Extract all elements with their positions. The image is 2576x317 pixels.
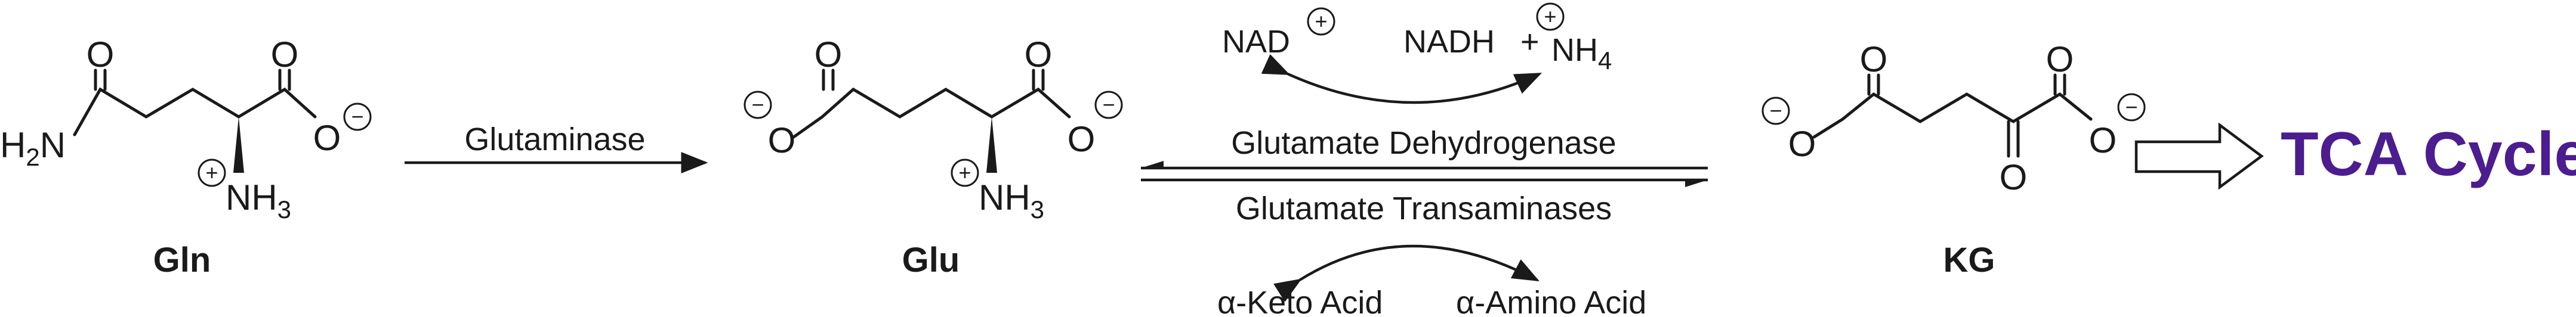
block-arrow [2134,122,2264,190]
glutaminase-label: Glutaminase [464,122,645,157]
kg-skeleton [1812,92,2093,139]
nad-label: NAD [1222,24,1290,60]
glu-left-o: O [815,35,843,74]
glutamate-structure: O O − O O − + NH3 Glu [744,35,1123,279]
transaminase-label: Glutamate Transaminases [1236,191,1612,226]
glu-left-negative-circle [744,91,772,119]
glu-right-o-minus: O [1068,119,1096,159]
gln-negative-charge: − [351,104,363,129]
transaminase-curved-arrow [1273,244,1540,302]
glu-right-negative-circle [1094,91,1123,119]
glu-label: Glu [902,241,960,279]
glu-positive-charge: + [958,160,971,185]
gln-negative-charge-circle [343,102,372,131]
glutaminase-reaction: Glutaminase [405,122,708,173]
plus-sign: + [1520,24,1540,60]
ammonium-label: NH4 [1551,32,1612,74]
ammonium-subscript: 4 [1598,46,1612,74]
glu-positive-charge-circle [951,158,979,187]
kg-label: KG [1943,241,1995,279]
gln-acid-o: O [271,35,299,74]
glu-right-negative: − [1102,92,1115,117]
transaminase-cosubstrates: α-Keto Acid α-Amino Acid [1217,244,1646,317]
kg-right-negative-circle [2117,93,2146,122]
gdh-cofactors: NAD + NADH + + NH4 [1222,2,1612,104]
forward-half-arrowhead [1685,180,1708,187]
gln-h3-subscript: 3 [277,195,291,223]
gln-amine: NH3 [226,178,291,223]
gln-h2-subscript: 2 [26,143,39,171]
gln-acid-o-minus: O [313,118,341,158]
kg-right-negative: − [2125,95,2137,119]
kg-left-negative-circle [1761,97,1790,125]
reverse-half-arrowhead [1141,161,1164,168]
glu-wedge-bond [986,117,997,173]
gdh-label: Glutamate Dehydrogenase [1231,125,1616,161]
gln-label: Gln [153,241,211,279]
kg-keto-o: O [2000,157,2028,197]
kg-right-o: O [2046,39,2074,79]
keto-acid-label: α-Keto Acid [1217,285,1383,317]
glu-left-negative: − [751,92,764,117]
glu-right-o: O [1025,35,1053,74]
ammonium-positive: + [1544,4,1556,29]
glutamine-structure: O O O − H2N + NH3 Gln [0,35,372,279]
gln-amide-o: O [87,35,115,74]
tca-cycle-label: TCA Cycle [2281,120,2576,189]
glu-h3-subscript: 3 [1031,195,1044,223]
nadh-label: NADH [1403,24,1495,60]
ammonium-nh: NH [1551,32,1598,68]
glu-left-o-minus: O [768,120,796,160]
ketoglutarate-structure: O O − O O − O KG [1761,39,2146,279]
kg-left-negative: − [1769,98,1782,123]
gln-skeleton [73,87,317,136]
equilibrium-arrows: Glutamate Dehydrogenase Glutamate Transa… [1141,125,1708,226]
kg-right-o-minus: O [2089,120,2117,160]
gln-positive-charge-circle [198,158,226,187]
kg-left-o: O [1860,39,1888,79]
nad-positive-circle [1307,7,1335,36]
ammonium-positive-circle [1536,2,1565,31]
gln-amide-n: H2N [0,125,66,171]
nad-positive: + [1315,9,1327,33]
glu-amine: NH3 [979,178,1044,223]
cofactor-curved-arrow [1261,54,1542,104]
gln-wedge-bond [233,117,244,173]
glu-skeleton [792,87,1071,139]
gln-positive-charge: + [205,160,218,185]
kg-left-o-minus: O [1788,124,1816,164]
amino-acid-label: α-Amino Acid [1456,285,1646,317]
